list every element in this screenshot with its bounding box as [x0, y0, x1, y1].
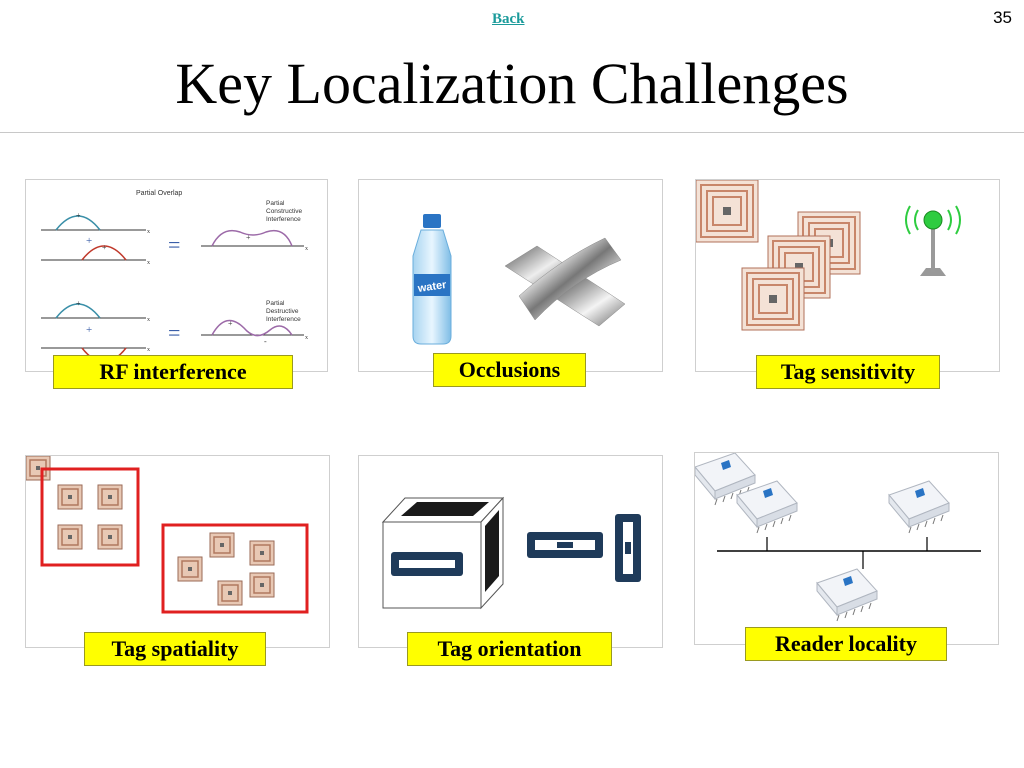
occlusions-caption: Occlusions — [433, 353, 586, 387]
title-divider — [0, 132, 1024, 133]
axis-x-label: x — [147, 229, 150, 235]
plus-sign: + — [228, 319, 233, 328]
sum-wave — [211, 229, 293, 247]
tag-group-box — [161, 523, 309, 614]
rfid-inlay-horizontal-icon — [527, 532, 603, 558]
plus-sign: + — [76, 299, 81, 308]
plus-sign: + — [76, 211, 81, 220]
reader-locality-illustration — [695, 453, 981, 622]
reader-locality-panel — [694, 452, 999, 645]
water-bottle-icon: water — [412, 214, 452, 345]
plus-operator: + — [86, 235, 92, 247]
tag-spatiality-caption: Tag spatiality — [84, 632, 266, 666]
minus-sign: - — [264, 337, 267, 346]
tag-orientation-caption: Tag orientation — [407, 632, 612, 666]
axis-x-label: x — [147, 260, 150, 266]
rfid-inlay-vertical-icon — [615, 514, 641, 582]
tag-orientation-illustration — [381, 496, 641, 610]
diagram-heading: Partial Overlap — [136, 190, 182, 197]
axis-x-label: x — [147, 347, 150, 353]
tag-spatiality-panel — [25, 455, 330, 648]
plus-operator: + — [86, 324, 92, 336]
equals-operator: = — [168, 232, 180, 257]
blue-wave — [55, 215, 101, 231]
tag-orientation-panel — [358, 455, 663, 648]
red-wave — [81, 245, 127, 261]
plus-sign: + — [246, 233, 251, 242]
slide-title: Key Localization Challenges — [175, 51, 849, 116]
blue-wave — [55, 303, 101, 319]
axis-x-label: x — [305, 246, 308, 252]
equals-operator: = — [168, 320, 180, 345]
tag-group-box — [40, 467, 140, 567]
tag-sensitivity-illustration — [696, 180, 961, 331]
tag-sensitivity-caption: Tag sensitivity — [756, 355, 940, 389]
plus-sign: + — [102, 243, 107, 252]
rfid-reader-icon — [695, 453, 756, 506]
antenna-icon — [905, 205, 961, 276]
occlusions-illustration: water — [412, 214, 626, 345]
tag-spatiality-illustration — [26, 456, 309, 614]
tag-sensitivity-panel — [695, 179, 1000, 372]
reader-locality-caption: Reader locality — [745, 627, 947, 661]
rfid-tag-icon — [696, 180, 759, 243]
slide-number: 35 — [993, 8, 1012, 27]
axis-x-label: x — [305, 335, 308, 341]
tagged-box-icon — [381, 496, 505, 610]
rf-interference-caption: RF interference — [53, 355, 293, 389]
occlusions-panel: water — [358, 179, 663, 372]
bottle-label: water — [416, 279, 448, 295]
difference-wave — [211, 319, 293, 337]
back-link[interactable]: Back — [492, 11, 525, 27]
axis-x-label: x — [147, 317, 150, 323]
metal-strips-icon — [504, 237, 626, 327]
